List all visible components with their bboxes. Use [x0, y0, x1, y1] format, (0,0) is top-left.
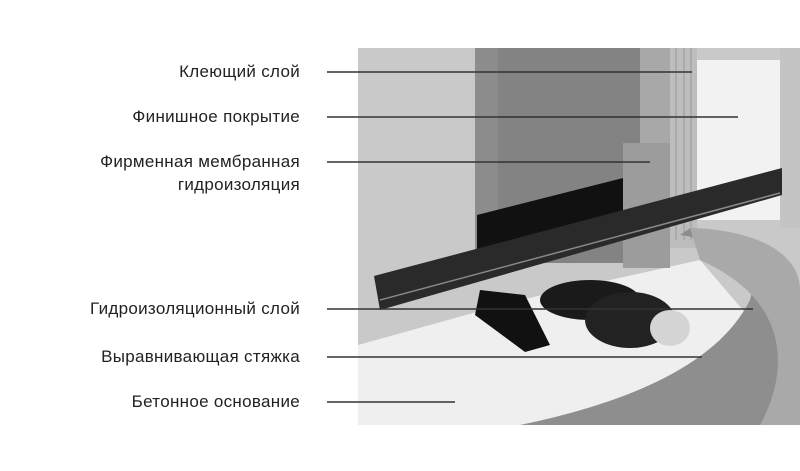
label-finish-coating: Финишное покрытие [132, 107, 300, 126]
screed-layer [520, 228, 800, 425]
label-concrete-base: Бетонное основание [131, 392, 300, 411]
leader-lines [327, 71, 753, 403]
label-adhesive-layer: Клеющий слой [179, 62, 300, 81]
label-leveling-screed: Выравнивающая стяжка [101, 347, 300, 366]
label-membrane-line1: Фирменная мембранная [100, 152, 300, 171]
label-membrane-line2: гидроизоляция [177, 175, 300, 194]
label-waterproofing-layer: Гидроизоляционный слой [90, 299, 300, 318]
outlet-pipe [650, 310, 690, 346]
illustration [358, 48, 800, 425]
